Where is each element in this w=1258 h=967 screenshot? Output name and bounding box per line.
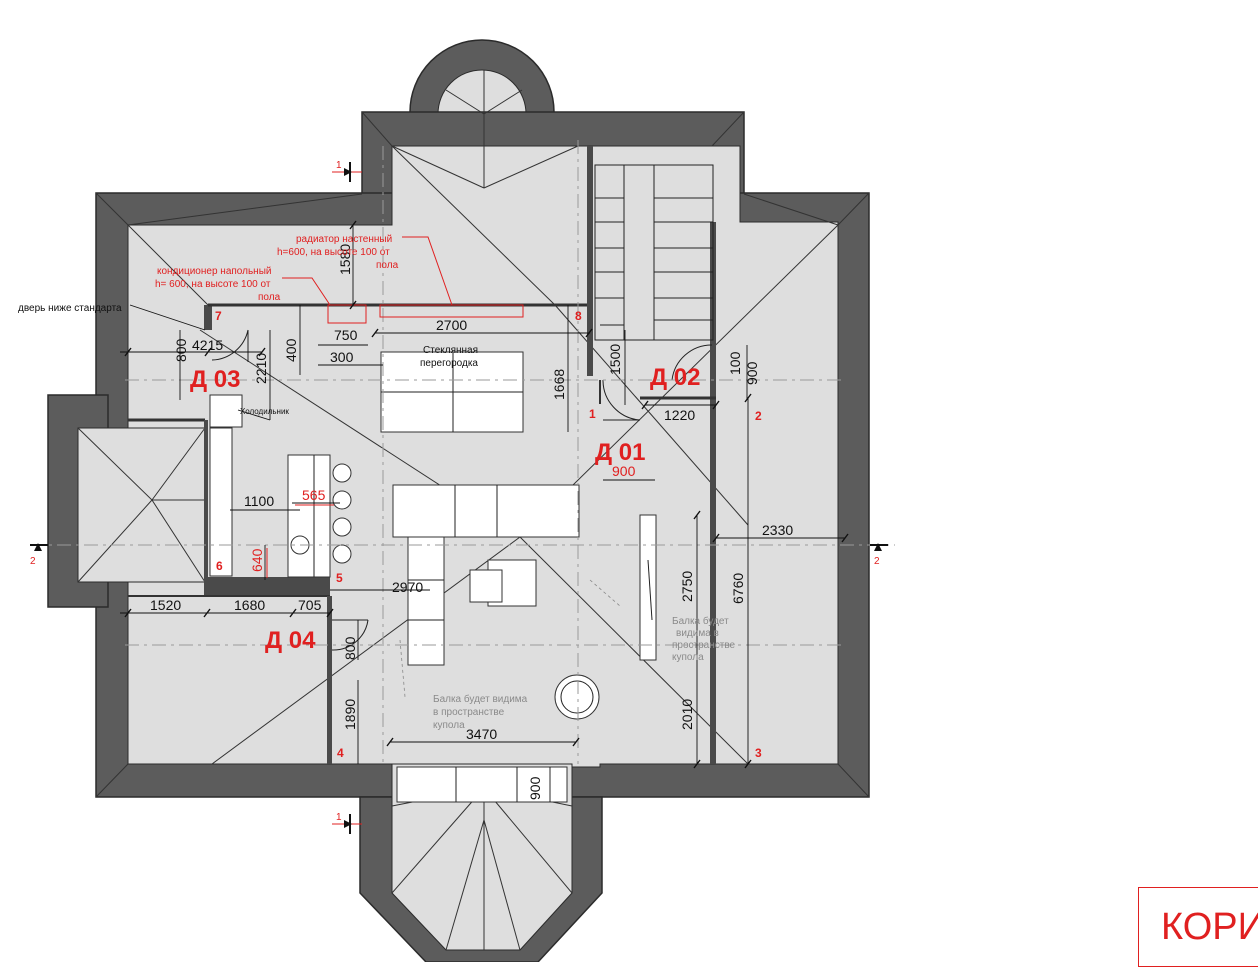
- marker-1: 1: [589, 407, 596, 421]
- section-top-label: 1: [336, 160, 342, 171]
- axis-lines: [30, 140, 895, 764]
- marker-2: 2: [755, 409, 762, 423]
- room-labels: Д 03 Д 02 Д 01 Д 04: [190, 364, 700, 654]
- radiator-note-1: радиатор настенный: [296, 234, 392, 245]
- dim-1520: 1520: [150, 597, 181, 613]
- dim-4215: 4215: [192, 337, 223, 353]
- room-d03: Д 03: [190, 366, 240, 393]
- corridor-badge: КОРИДОР: [1138, 887, 1258, 967]
- corridor-badge-label: КОРИДОР: [1161, 906, 1258, 948]
- section-bottom-label: 1: [336, 812, 342, 823]
- dim-900a: 900: [744, 361, 760, 385]
- beam-note-2a: Балка будет: [672, 615, 729, 627]
- partitions: [128, 146, 716, 764]
- dim-1890: 1890: [342, 699, 358, 730]
- dim-900b: 900: [612, 463, 636, 479]
- tv-unit: [639, 514, 657, 661]
- doors: [211, 329, 713, 651]
- kitchen-island: [287, 454, 331, 578]
- dim-800a: 800: [173, 338, 189, 362]
- radiator-note-3: пола: [376, 260, 399, 271]
- red-annotations: [266, 236, 524, 578]
- kitchen-counter: [209, 427, 233, 577]
- round-table: [554, 674, 600, 720]
- dimension-ticks: [124, 220, 849, 769]
- bottom-cabinet: [396, 766, 568, 803]
- markers: 1 2 3 4 5 6 7 8: [215, 309, 762, 760]
- fridge: [209, 394, 243, 428]
- beam-note-1b: в пространстве: [433, 707, 505, 718]
- dimension-lines: [120, 225, 845, 802]
- dim-2330: 2330: [762, 522, 793, 538]
- section-left-label: 2: [30, 556, 36, 567]
- dim-1100: 1100: [244, 493, 274, 509]
- dim-640: 640: [249, 548, 265, 572]
- corner-sofa-b: [407, 536, 445, 666]
- dim-1680: 1680: [234, 597, 265, 613]
- room-d01: Д 01: [595, 439, 645, 466]
- fridge-note: Холодильник: [240, 407, 289, 416]
- section-right-label: 2: [874, 556, 880, 567]
- furniture: [209, 351, 657, 803]
- room-d02: Д 02: [650, 364, 700, 391]
- beam-note-1a: Балка будет видима: [433, 693, 528, 705]
- coffee-table: [469, 569, 503, 603]
- dim-800b: 800: [342, 636, 358, 660]
- dim-6760: 6760: [730, 573, 746, 604]
- dim-2700: 2700: [436, 317, 467, 333]
- glass-note-1: Стеклянная: [423, 345, 478, 356]
- main-floor: [127, 145, 839, 768]
- dim-1580: 1580: [337, 244, 353, 275]
- marker-8: 8: [575, 309, 582, 323]
- marker-7: 7: [215, 309, 222, 323]
- aircon-note-1: кондиционер напольный: [157, 266, 271, 277]
- dim-3470: 3470: [466, 726, 497, 742]
- aircon-note-2: h= 600, на высоте 100 от: [155, 279, 271, 290]
- marker-6: 6: [216, 559, 223, 573]
- glass-note-2: перегородка: [420, 358, 478, 369]
- low-door-note: дверь ниже стандарта: [18, 303, 122, 314]
- dim-1500: 1500: [607, 344, 623, 375]
- dim-2210: 2210: [253, 353, 269, 384]
- corner-sofa-a: [392, 484, 580, 538]
- notes: радиатор настенный h=600, на высоте 100 …: [18, 234, 736, 731]
- dim-300: 300: [330, 349, 354, 365]
- beam-note-2d: купола: [672, 652, 704, 663]
- dim-400: 400: [283, 338, 299, 362]
- dimension-labels: 4215 800 2210 400 750 300 1580 2700 1668…: [150, 244, 793, 800]
- radiator-note-2: h=600, на высоте 100 от: [277, 247, 390, 258]
- dim-2750: 2750: [679, 571, 695, 602]
- aircon-note-3: пола: [258, 292, 281, 303]
- dim-565: 565: [302, 487, 326, 503]
- staircase: [594, 164, 714, 341]
- dim-1668: 1668: [551, 369, 567, 400]
- dim-750: 750: [334, 327, 358, 343]
- dim-1220: 1220: [664, 407, 695, 423]
- marker-5: 5: [336, 571, 343, 585]
- section-marks: 1 1 2 2: [30, 160, 888, 834]
- marker-3: 3: [755, 746, 762, 760]
- beam-note-1c: купола: [433, 720, 465, 731]
- aircon-box: [327, 304, 367, 324]
- dim-705: 705: [298, 597, 322, 613]
- beam-note-2c: пространстве: [672, 640, 736, 651]
- room-d04: Д 04: [265, 627, 316, 654]
- dim-2970: 2970: [392, 579, 423, 595]
- beam-note-2b: видима в: [676, 628, 719, 639]
- dim-100: 100: [727, 351, 743, 375]
- marker-4: 4: [337, 746, 344, 760]
- dim-900c: 900: [527, 776, 543, 800]
- dim-2010: 2010: [679, 699, 695, 730]
